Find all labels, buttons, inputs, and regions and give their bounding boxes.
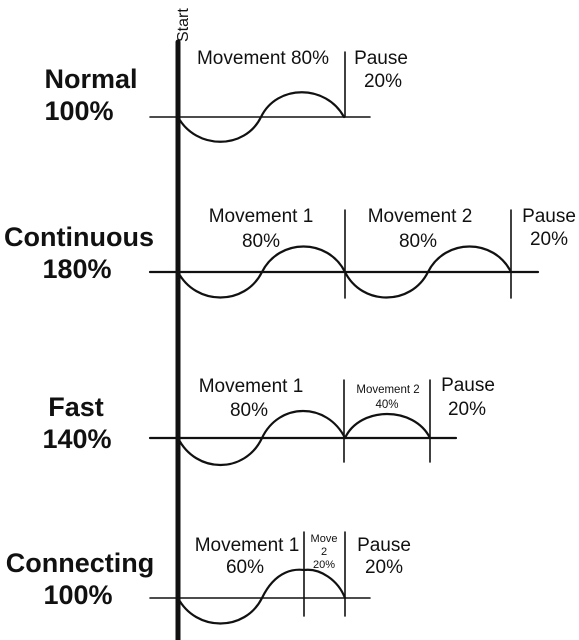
movement-2-label: Movement 2	[368, 206, 473, 227]
pause-percent: 20%	[365, 557, 403, 578]
pause-label: Pause	[441, 375, 495, 396]
row-percent: 180%	[42, 254, 111, 284]
movement-2-half-wave	[302, 568, 347, 600]
row-name: Continuous	[4, 222, 154, 252]
row-connecting: Connecting 100% Movement 1 60% Move 2 20…	[6, 531, 411, 625]
movement-2-half-wave	[343, 412, 432, 440]
pause-percent: 20%	[448, 399, 486, 420]
movement-1-percent: 60%	[226, 557, 264, 578]
row-continuous: Continuous 180% Movement 1 80% Movement …	[4, 206, 576, 299]
move-2-number: 2	[321, 546, 327, 558]
movement-1-wave	[176, 409, 347, 467]
row-normal: Normal 100% Movement 80% Pause 20%	[44, 48, 408, 143]
row-name: Fast	[48, 392, 104, 422]
movement-2-label: Movement 2	[356, 384, 419, 396]
movement-1-percent: 80%	[230, 400, 268, 421]
pause-label: Pause	[357, 535, 411, 556]
pause-label: Pause	[354, 48, 408, 69]
movement-1-label: Movement 1	[209, 206, 314, 227]
pause-percent: 20%	[364, 71, 402, 92]
movement-2-percent: 80%	[399, 231, 437, 252]
row-name: Connecting	[6, 548, 155, 578]
movement-1-percent: 80%	[242, 231, 280, 252]
movement-1-label: Movement 1	[195, 535, 300, 556]
row-percent: 100%	[43, 580, 112, 610]
pause-label: Pause	[522, 206, 576, 227]
move-2-label: Move	[311, 533, 338, 545]
row-percent: 100%	[44, 96, 113, 126]
row-percent: 140%	[42, 424, 111, 454]
movement-wave	[176, 91, 346, 143]
movement-2-wave	[343, 245, 513, 299]
pause-percent: 20%	[530, 229, 568, 250]
movement-label: Movement 80%	[197, 48, 329, 69]
row-fast: Fast 140% Movement 1 80% Movement 2 40% …	[42, 375, 495, 467]
start-label: Start	[175, 8, 192, 42]
move-2-percent: 20%	[313, 559, 335, 571]
movement-1-wave	[176, 568, 306, 625]
movement-2-percent: 40%	[375, 399, 398, 411]
movement-1-wave	[176, 245, 347, 299]
movement-1-label: Movement 1	[199, 376, 304, 397]
row-name: Normal	[44, 64, 137, 94]
